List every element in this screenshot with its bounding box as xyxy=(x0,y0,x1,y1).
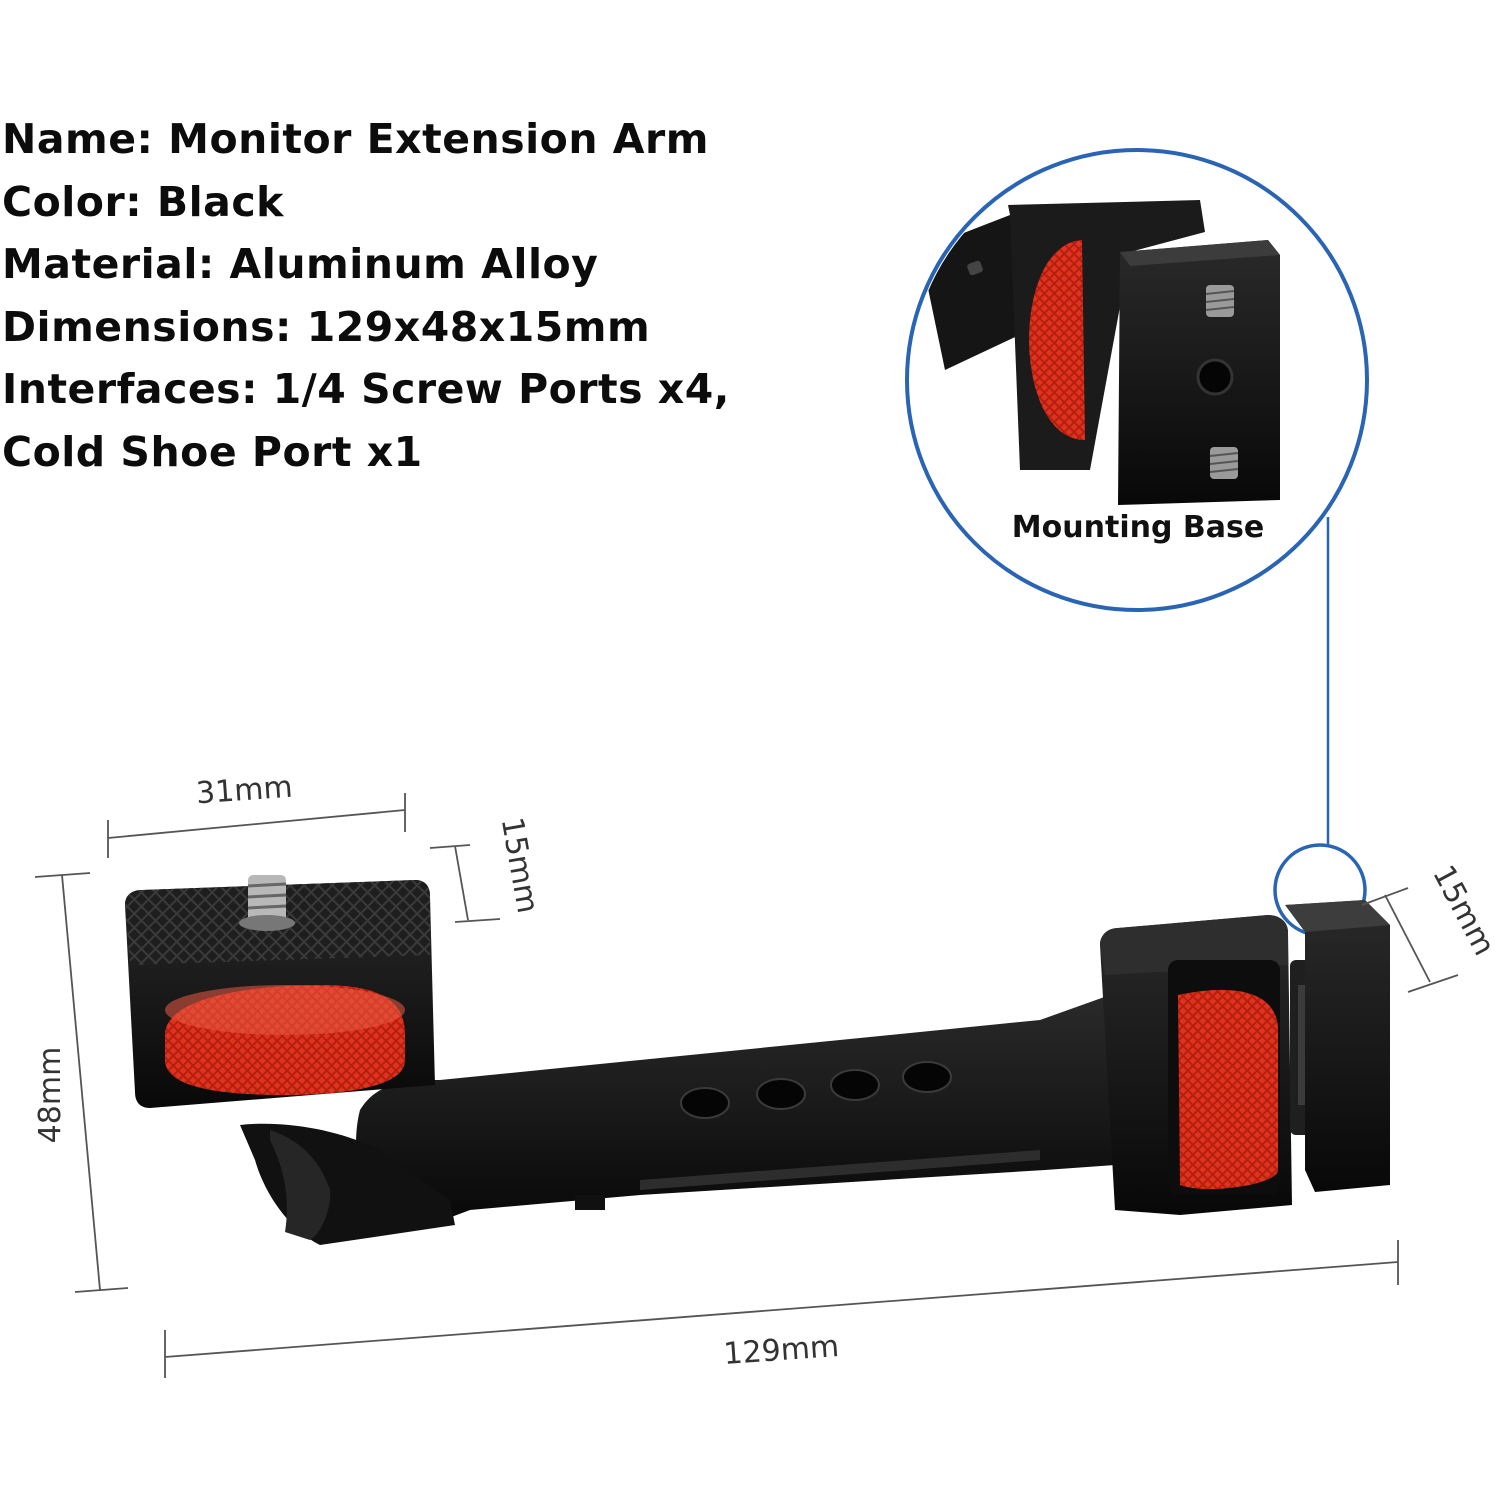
spec-interfaces: Interfaces: 1/4 Screw Ports x4, xyxy=(2,365,730,413)
mounting-base-callout: Mounting Base xyxy=(905,148,1369,937)
spec-dimensions: Dimensions: 129x48x15mm xyxy=(2,302,651,351)
screw-port-holes xyxy=(680,1061,952,1119)
dim-line-48mm xyxy=(61,874,101,1291)
dim-line-129mm xyxy=(164,1261,1399,1358)
knurled-knob-icon xyxy=(1029,240,1085,440)
left-mount-head xyxy=(125,875,435,1108)
extension-arm xyxy=(240,995,1133,1245)
spec-material: Material: Aluminum Alloy xyxy=(2,240,599,288)
dim-label-15mm-right: 15mm xyxy=(1425,860,1495,962)
right-mount-head xyxy=(1100,900,1390,1215)
spec-list: Name: Monitor Extension Arm Color: Black… xyxy=(2,108,882,483)
screw-icon xyxy=(1205,285,1235,317)
dim-label-48mm: 48mm xyxy=(33,1047,68,1144)
spec-name: Name: Monitor Extension Arm xyxy=(2,115,709,163)
spec-color: Color: Black xyxy=(2,177,284,226)
dimension-lines xyxy=(34,793,1459,1378)
callout-label: Mounting Base xyxy=(1012,510,1264,545)
knurled-knob-icon xyxy=(1178,989,1278,1190)
dim-label-15mm-left: 15mm xyxy=(494,815,545,916)
dim-label-31mm: 31mm xyxy=(195,770,294,812)
cold-shoe-icon xyxy=(1285,900,1390,1192)
dim-label-129mm: 129mm xyxy=(722,1329,840,1372)
spec-interfaces-cont: Cold Shoe Port x1 xyxy=(2,427,423,476)
dim-line-31mm xyxy=(107,809,406,839)
screw-icon xyxy=(239,875,295,931)
arm-bar xyxy=(356,995,1115,1225)
